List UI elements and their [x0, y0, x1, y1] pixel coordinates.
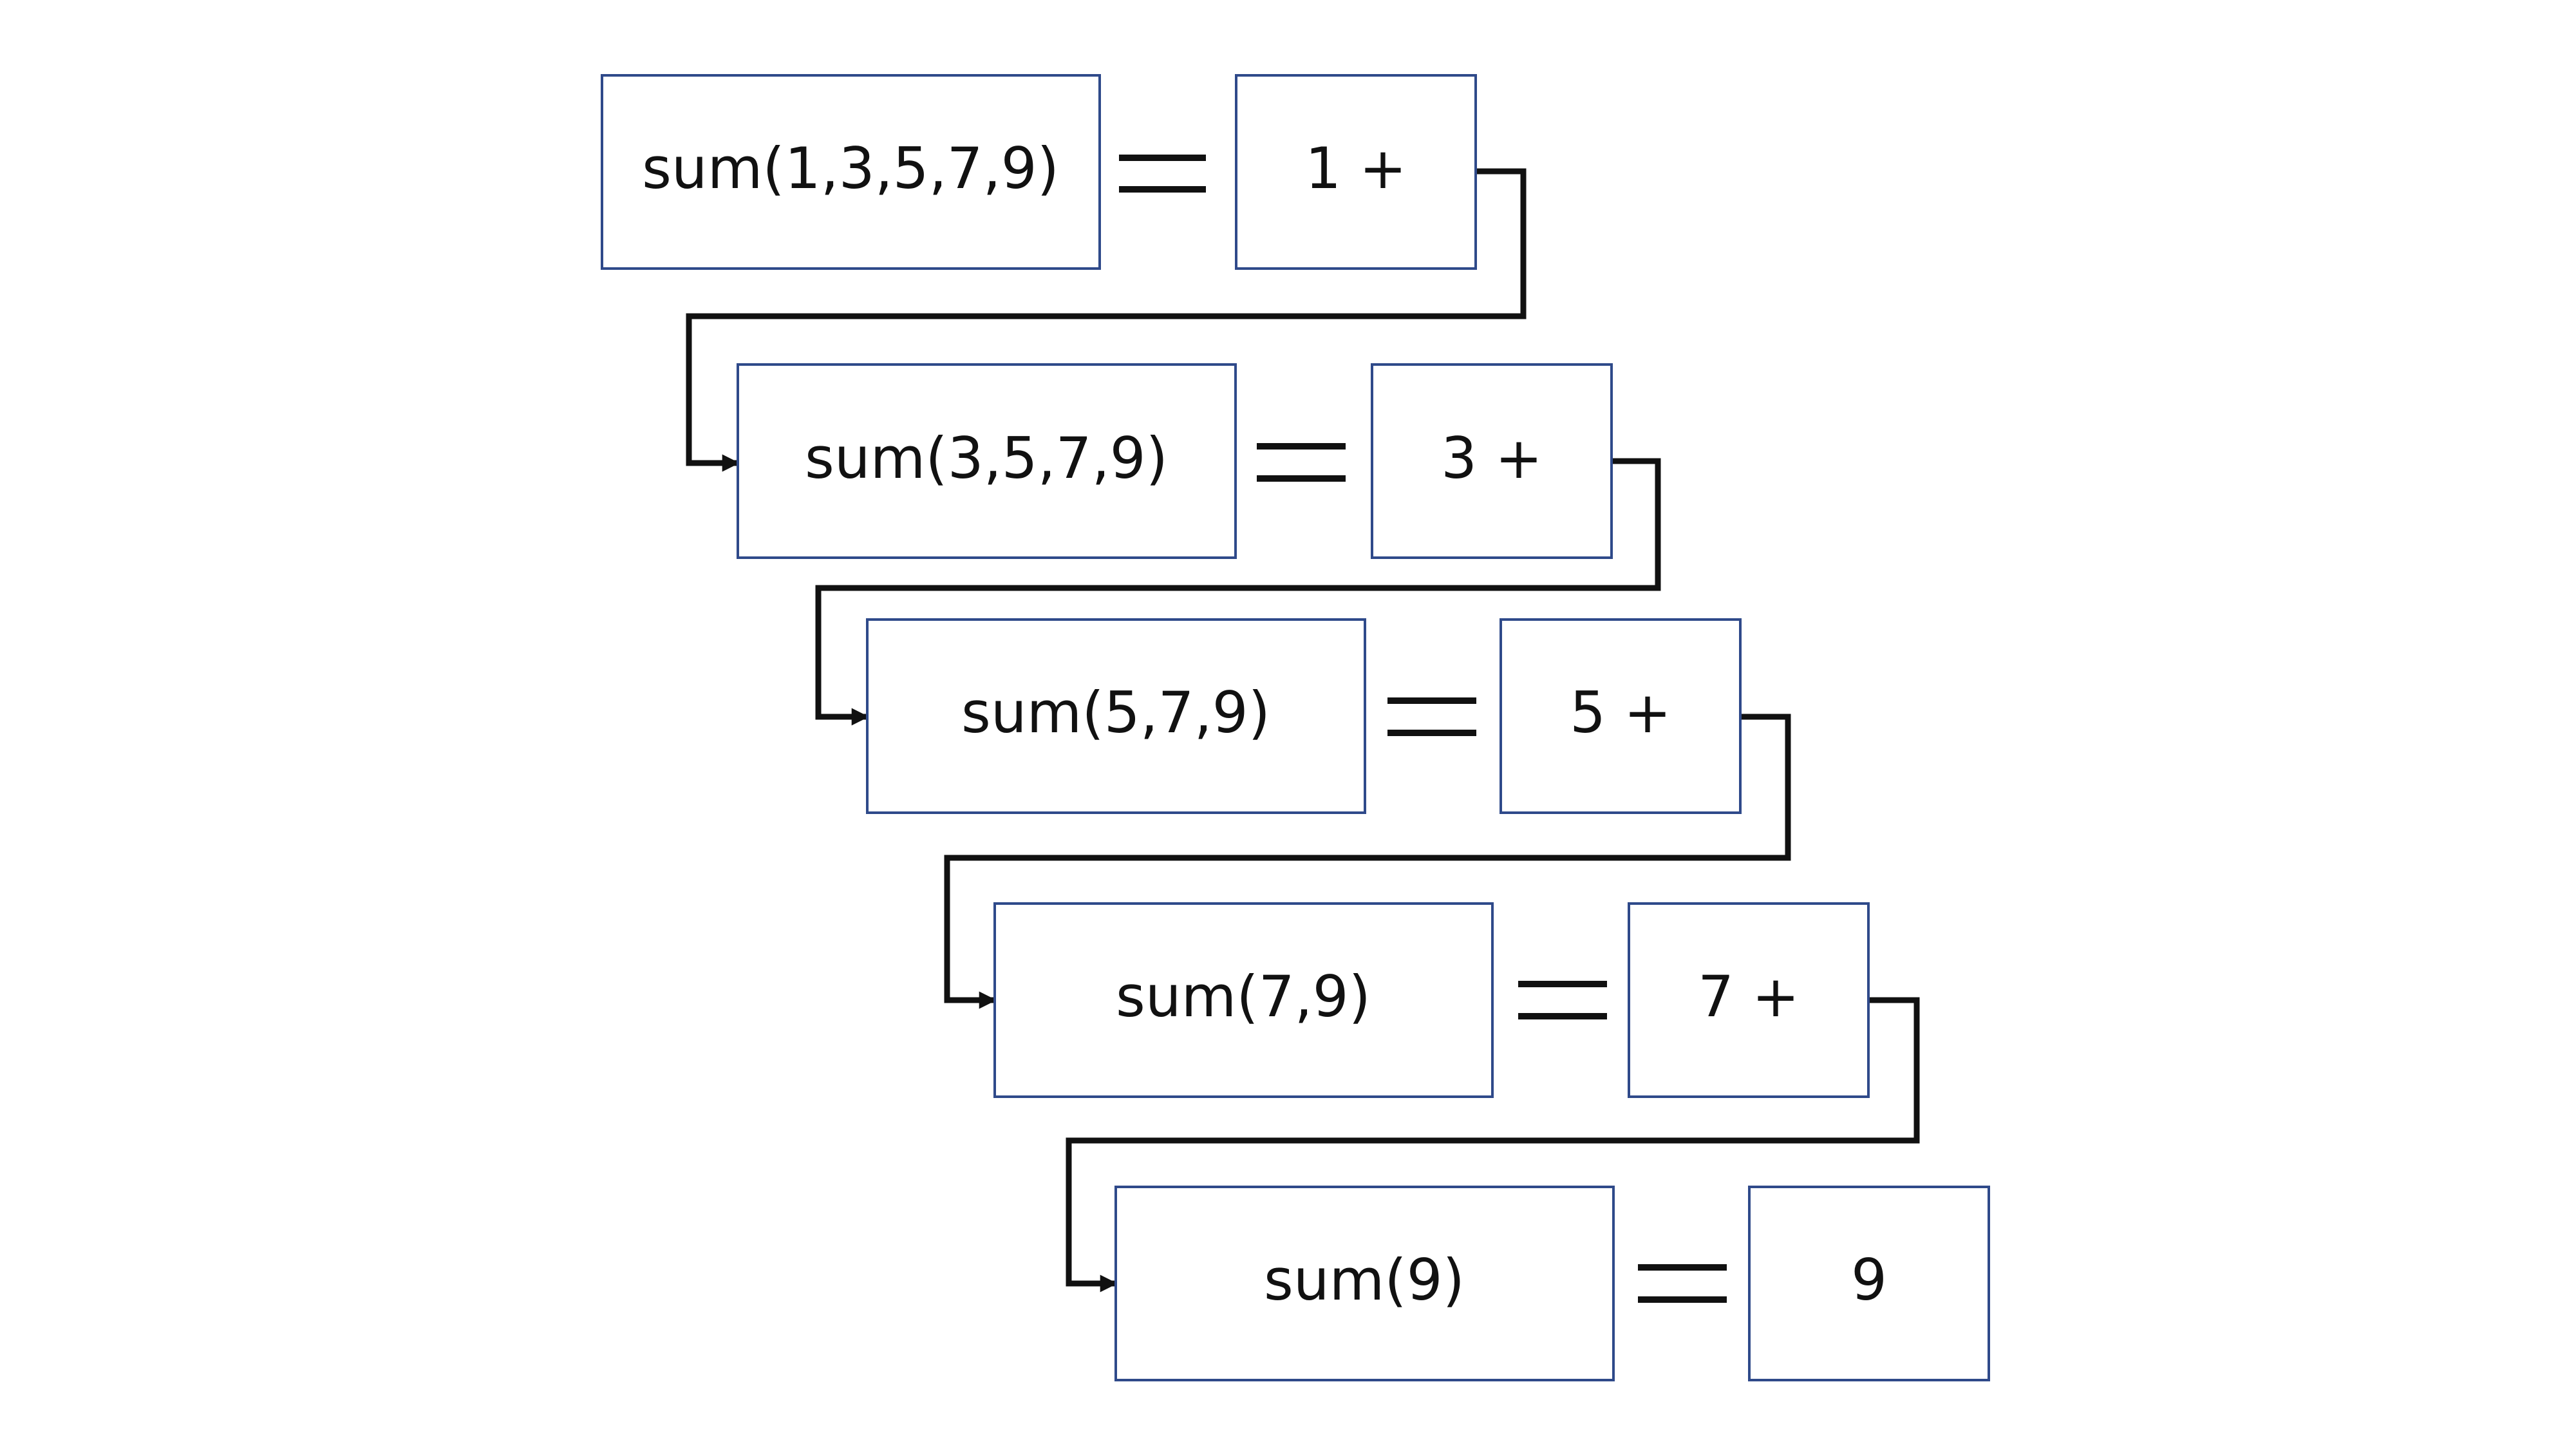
result-label: 3 +: [1441, 425, 1543, 491]
call-box: [993, 902, 1494, 1098]
step-row-2: sum(3,5,7,9) 3 +: [737, 363, 1613, 559]
step-row-1: sum(1,3,5,7,9) 1 +: [601, 74, 1477, 270]
result-label: 5 +: [1570, 679, 1671, 746]
call-label: sum(7,9): [1116, 963, 1371, 1030]
call-label: sum(3,5,7,9): [805, 425, 1168, 491]
call-box: [866, 618, 1366, 814]
call-box: [737, 363, 1237, 559]
connector-arrow-4: [1066, 997, 1920, 1293]
result-box: [1628, 902, 1870, 1098]
result-label: 7 +: [1698, 963, 1800, 1030]
step-row-3: sum(5,7,9) 5 +: [866, 618, 1742, 814]
call-box: [1114, 1186, 1615, 1381]
call-label: sum(1,3,5,7,9): [642, 135, 1059, 202]
result-box: [1235, 74, 1477, 270]
step-row-5: sum(9) 9: [1114, 1186, 1990, 1381]
call-box: [601, 74, 1101, 270]
step-row-4: sum(7,9) 7 +: [993, 902, 1870, 1098]
result-label: 9: [1851, 1247, 1887, 1313]
result-label: 1 +: [1305, 135, 1407, 202]
connector-arrow-2: [815, 458, 1661, 726]
call-label: sum(5,7,9): [961, 679, 1270, 746]
result-box: [1371, 363, 1613, 559]
result-box: [1748, 1186, 1990, 1381]
connector-arrow-1: [686, 168, 1527, 472]
result-box: [1500, 618, 1742, 814]
call-label: sum(9): [1264, 1247, 1465, 1313]
connector-arrow-3: [944, 714, 1791, 1009]
